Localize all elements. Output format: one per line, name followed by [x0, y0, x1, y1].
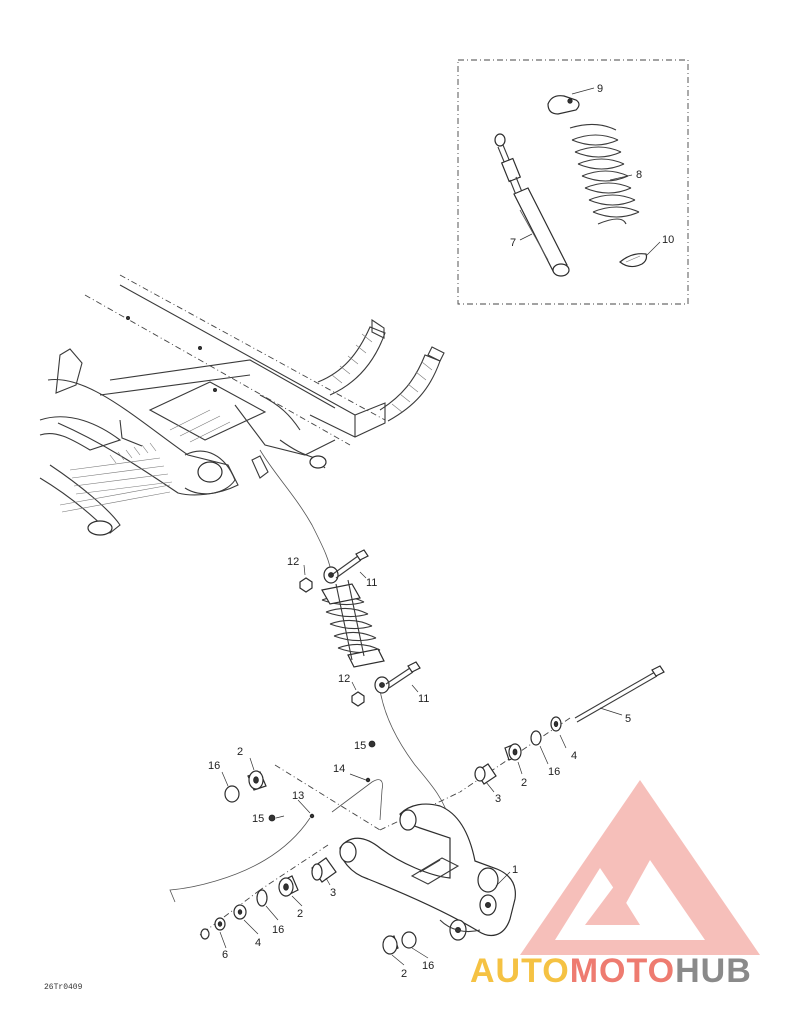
grease-fitting-upper: [368, 740, 376, 748]
callout-5: 5: [625, 713, 631, 725]
callout-16-left-lower: 16: [272, 924, 284, 936]
grease-fitting-lower: [268, 814, 276, 822]
callout-16-bottom: 16: [422, 960, 434, 972]
inset-frame: [457, 59, 689, 305]
callout-9: 9: [597, 83, 603, 95]
grease-tube-lower: [309, 813, 315, 819]
watermark-text: AUTOMOTOHUB: [470, 952, 752, 991]
bolt-upper: [332, 549, 369, 579]
callout-16-right: 16: [548, 766, 560, 778]
nut-left-cap: [200, 928, 210, 940]
callout-12-lower: 12: [338, 673, 350, 685]
spacer-right-outer: [530, 730, 542, 746]
sleeve-left: [311, 857, 337, 883]
callout-2-left-upper: 2: [237, 746, 243, 758]
bushing-right: [504, 743, 522, 761]
assembly-path-lines: [169, 449, 571, 936]
coil-spring-detail: [569, 123, 640, 225]
callout-2-bottom: 2: [401, 968, 407, 980]
callout-4-right: 4: [571, 750, 577, 762]
bolt-lower: [385, 661, 421, 689]
watermark-part-hub: HUB: [675, 952, 752, 990]
nut-left-lower: [214, 917, 226, 931]
nut-lower: [351, 691, 365, 707]
callout-1: 1: [512, 864, 518, 876]
callout-4-left: 4: [255, 937, 261, 949]
callout-6: 6: [222, 949, 228, 961]
bushing-left-lower: [278, 875, 299, 897]
callout-12-upper: 12: [287, 556, 299, 568]
watermark-part-auto: AUTO: [470, 952, 570, 990]
spacer-left-upper: [224, 785, 240, 803]
shock-absorber-detail: [494, 133, 570, 277]
shock-absorber-assembly: [321, 566, 390, 694]
washer-right-outer: [550, 716, 562, 732]
callout-10: 10: [662, 234, 674, 246]
callout-14: 14: [333, 763, 345, 775]
callout-11-upper: 11: [366, 577, 377, 589]
nut-upper: [299, 577, 313, 593]
diagram-reference-code: 26Tr0409: [44, 983, 83, 992]
callout-11-lower: 11: [418, 693, 429, 705]
callout-7: 7: [510, 237, 516, 249]
callout-labels: 9 8 10 7 12 11 12 11 5 4 16 2 3 1 15 14 …: [208, 83, 674, 980]
sleeve-right: [474, 763, 497, 785]
swing-arm-bolt: [574, 665, 665, 723]
callout-3-left: 3: [330, 887, 336, 899]
bushing-bottom: [382, 935, 399, 955]
callout-3-right: 3: [495, 793, 501, 805]
callout-8: 8: [636, 169, 642, 181]
grease-tube-upper: [365, 777, 371, 783]
swing-arm: [339, 803, 516, 941]
callout-2-right: 2: [521, 777, 527, 789]
spacer-bottom: [401, 931, 417, 949]
callout-15-upper: 15: [354, 740, 366, 752]
callout-2-left-lower: 2: [297, 908, 303, 920]
callout-16-left-upper: 16: [208, 760, 220, 772]
washer-left-lower: [233, 904, 247, 920]
bushing-left-upper: [247, 770, 267, 791]
spring-retainer-detail: [547, 95, 580, 115]
callout-13: 13: [292, 790, 304, 802]
callout-15-lower: 15: [252, 813, 264, 825]
spring-seat-detail: [619, 253, 648, 268]
leader-lines: [219, 87, 661, 966]
watermark-logo-icon: [520, 780, 760, 955]
spacer-left-lower: [256, 889, 268, 907]
watermark-part-moto: MOTO: [569, 952, 676, 990]
vehicle-frame: [39, 274, 445, 536]
